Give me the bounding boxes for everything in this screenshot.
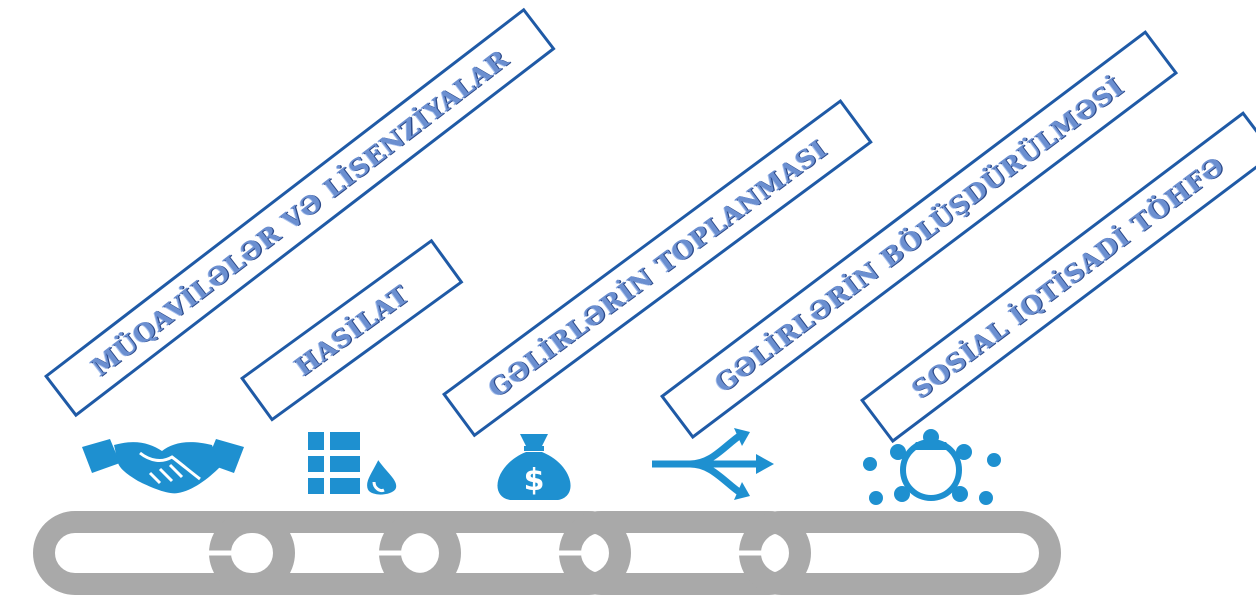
oil-barrel-icon xyxy=(308,432,401,499)
dollar-symbol: $ xyxy=(524,463,545,498)
handshake-icon xyxy=(82,439,244,494)
stage-label-box-revenue-collection: GƏLİRLƏRİN TOPLANMASI xyxy=(442,98,873,438)
distribution-arrows-icon xyxy=(652,428,774,500)
community-circle-icon xyxy=(863,429,1001,505)
stage-label-contracts: MÜQAVİLƏLƏR VƏ LİSENZİYALAR xyxy=(85,43,514,382)
chain-link-1 xyxy=(33,511,295,595)
chain-graphic xyxy=(33,511,1061,595)
money-bag-icon: $ xyxy=(497,434,571,500)
stage-label-revenue-distribution: GƏLİRLƏRİN BÖLÜŞDÜRÜLMƏSİ xyxy=(709,71,1129,398)
stage-label-production: HASİLAT xyxy=(289,279,415,382)
stage-label-box-production: HASİLAT xyxy=(240,238,464,422)
